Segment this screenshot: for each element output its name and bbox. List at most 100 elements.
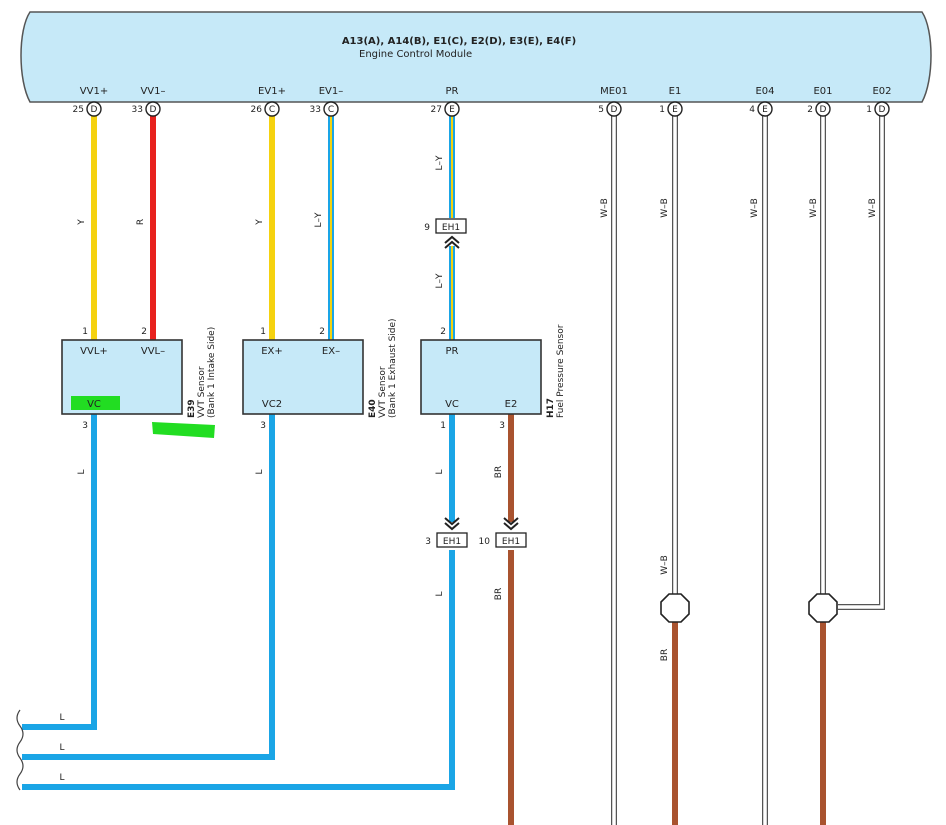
wire-label: L <box>77 469 87 474</box>
highlight-mark <box>71 396 120 410</box>
conn-letter: E <box>672 105 678 115</box>
wire-label: L <box>435 591 445 596</box>
wire-label: R <box>136 219 146 225</box>
wire-label: L <box>59 713 64 723</box>
comp-desc: Fuel Pressure Sensor <box>556 324 566 418</box>
splice-e01 <box>808 593 838 623</box>
wire-label: L–Y <box>435 155 445 171</box>
connector-eh1-vc: EH1 3 <box>425 517 468 548</box>
comp-pin-label: VVL+ <box>80 346 108 357</box>
connector-eh1-pr: EH1 9 <box>424 218 467 249</box>
connector-number: 3 <box>425 537 431 547</box>
pin-number: 1 <box>659 105 665 115</box>
comp-pin-number: 1 <box>260 327 266 337</box>
highlight-scribble <box>152 422 215 438</box>
connector-label: EH1 <box>443 537 461 547</box>
conn-letter: E <box>449 105 455 115</box>
pin-number: 1 <box>866 105 872 115</box>
wire-label: BR <box>494 466 504 478</box>
ecm-pin-e01: E01 <box>813 86 832 97</box>
pin-number: 4 <box>749 105 755 115</box>
pin-number: 33 <box>310 105 321 115</box>
ecm-pin-e04: E04 <box>755 86 774 97</box>
wire-label: L <box>59 773 64 783</box>
comp-pin-number: 3 <box>260 421 266 431</box>
conn-letter: E <box>762 105 768 115</box>
comp-code: E39 <box>187 399 197 418</box>
conn-letter: D <box>611 105 618 115</box>
conn-letter: D <box>150 105 157 115</box>
comp-code: H17 <box>546 398 556 418</box>
comp-desc: (Bank 1 Exhaust Side) <box>388 318 398 418</box>
wire-label: L <box>59 743 64 753</box>
ecm-pin-vv1p: VV1+ <box>80 86 108 97</box>
ecm-pin-vv1m: VV1– <box>140 86 165 97</box>
wire-label: W–B <box>660 555 670 575</box>
comp-pin-label: PR <box>446 346 459 357</box>
pin-number: 27 <box>431 105 442 115</box>
ecm-pin-ev1m: EV1– <box>319 86 344 97</box>
component-e40: EX+ EX– VC2 1 2 3 E40 VVT Sensor (Bank 1… <box>242 318 398 431</box>
connector-label: EH1 <box>502 537 520 547</box>
pin-number: 2 <box>807 105 813 115</box>
wire-h17-vc-low <box>22 550 455 790</box>
wire-break-marks <box>16 709 24 791</box>
pin-number: 5 <box>598 105 604 115</box>
wire-label: W–B <box>809 198 819 218</box>
wire-label: W–B <box>868 198 878 218</box>
comp-desc: VVT Sensor <box>378 366 388 418</box>
comp-pin-label: EX– <box>322 346 340 357</box>
ecm-block: A13(A), A14(B), E1(C), E2(D), E3(E), E4(… <box>20 11 932 103</box>
comp-pin-label: VC2 <box>262 399 282 410</box>
ecm-subtitle: Engine Control Module <box>359 49 472 60</box>
comp-pin-label: E2 <box>505 399 518 410</box>
comp-pin-label: VC <box>445 399 459 410</box>
comp-desc: VVT Sensor <box>197 366 207 418</box>
comp-pin-label: VC <box>87 399 101 410</box>
pin-number: 25 <box>73 105 84 115</box>
wire-label: BR <box>494 588 504 600</box>
ecm-pin-e02: E02 <box>872 86 891 97</box>
pin-number: 33 <box>132 105 143 115</box>
comp-code: E40 <box>368 399 378 418</box>
comp-pin-number: 1 <box>440 421 446 431</box>
conn-letter: C <box>328 105 334 115</box>
splice-e1 <box>660 593 690 623</box>
conn-letter: D <box>91 105 98 115</box>
wire-label: W–B <box>660 198 670 218</box>
comp-pin-label: VVL– <box>141 346 165 357</box>
connector-eh1-e2: EH1 10 <box>479 517 527 548</box>
connector-label: EH1 <box>442 223 460 233</box>
wire-label: Y <box>77 219 87 226</box>
comp-pin-number: 2 <box>440 327 446 337</box>
wire-label: BR <box>660 649 670 661</box>
conn-letter: D <box>879 105 886 115</box>
conn-letter: C <box>269 105 275 115</box>
connector-number: 9 <box>424 223 430 233</box>
comp-pin-number: 2 <box>141 327 147 337</box>
comp-desc: (Bank 1 Intake Side) <box>207 327 217 418</box>
ecm-pin-conn-letters: D D C C E D E E D D <box>91 105 886 115</box>
pin-number: 26 <box>251 105 263 115</box>
conn-letter: D <box>820 105 827 115</box>
comp-pin-number: 1 <box>82 327 88 337</box>
comp-pin-number: 3 <box>499 421 505 431</box>
wire-label: L–Y <box>435 273 445 289</box>
comp-pin-label: EX+ <box>261 346 283 357</box>
wire-labels: Y R Y L–Y L–Y L–Y W–B W–B W–B W–B W–B L … <box>59 155 878 783</box>
ecm-pin-me01: ME01 <box>600 86 628 97</box>
ecm-pin-markers <box>86 101 890 117</box>
ecm-pin-numbers: 25 33 26 33 27 5 1 4 2 1 <box>73 105 872 115</box>
ecm-title: A13(A), A14(B), E1(C), E2(D), E3(E), E4(… <box>342 36 576 47</box>
wire-label: Y <box>255 219 265 226</box>
ecm-pin-e1: E1 <box>669 86 682 97</box>
component-e39: VVL+ VVL– VC 1 2 3 E39 VVT Sensor (Bank … <box>61 327 217 431</box>
ecm-pin-ev1p: EV1+ <box>258 86 286 97</box>
connector-number: 10 <box>479 537 491 547</box>
wire-label: L <box>435 469 445 474</box>
comp-pin-number: 3 <box>82 421 88 431</box>
wire-e02 <box>838 116 885 610</box>
wire-label: L–Y <box>314 212 324 228</box>
wire-label: L <box>255 469 265 474</box>
